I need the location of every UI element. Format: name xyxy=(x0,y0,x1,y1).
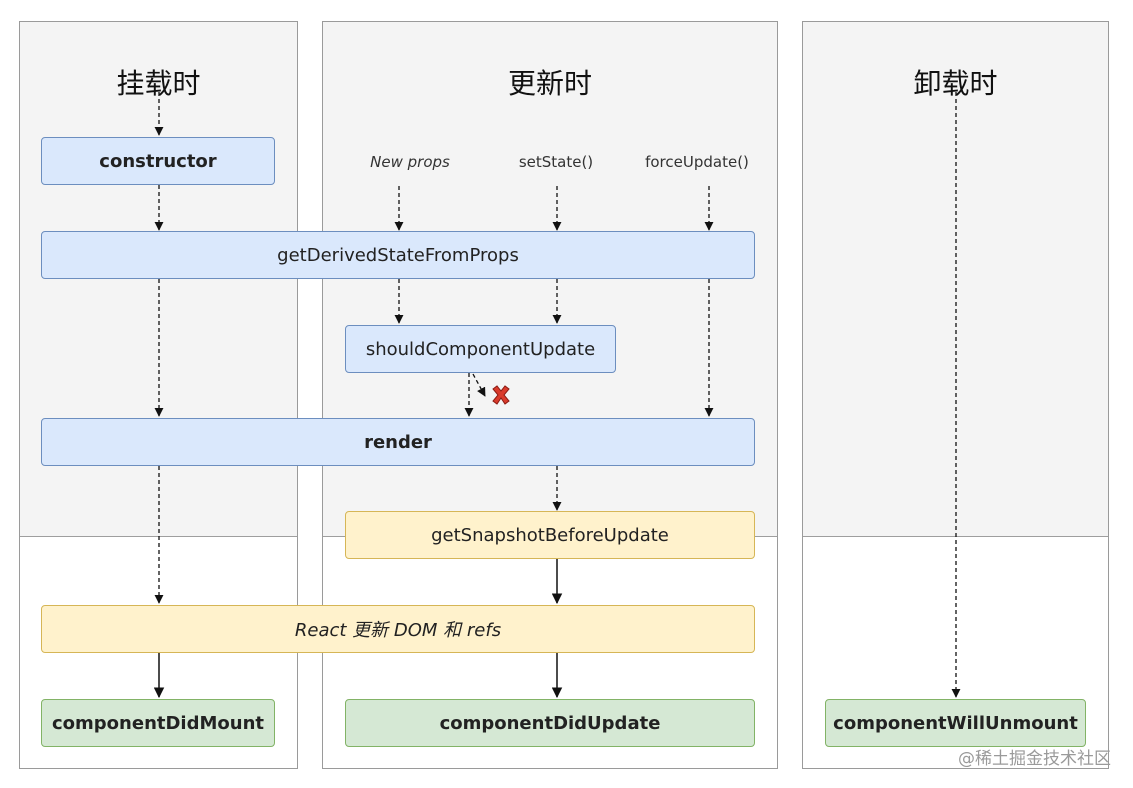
get-derived-state-from-props-box: getDerivedStateFromProps xyxy=(41,231,755,279)
mounting-phase-title: 挂载时 xyxy=(116,67,201,100)
updating-phase-title: 更新时 xyxy=(507,67,592,100)
cancel-x-icon xyxy=(492,385,510,405)
get-snapshot-before-update-box: getSnapshotBeforeUpdate xyxy=(345,511,755,559)
component-will-unmount-box: componentWillUnmount xyxy=(825,699,1086,747)
unmounting-phase-title: 卸载时 xyxy=(913,67,998,100)
arrow-scu-to-cancel xyxy=(472,373,486,397)
render-box: render xyxy=(41,418,755,466)
react-updates-dom-box: React 更新 DOM 和 refs xyxy=(41,605,755,653)
constructor-box: constructor xyxy=(41,137,275,185)
component-did-update-box: componentDidUpdate xyxy=(345,699,755,747)
trigger-force-update: forceUpdate() xyxy=(645,153,749,171)
trigger-new-props: New props xyxy=(370,153,450,171)
should-component-update-box: shouldComponentUpdate xyxy=(345,325,616,373)
watermark: @稀土掘金技术社区 xyxy=(958,749,1111,769)
trigger-set-state: setState() xyxy=(518,153,594,171)
component-did-mount-box: componentDidMount xyxy=(41,699,275,747)
